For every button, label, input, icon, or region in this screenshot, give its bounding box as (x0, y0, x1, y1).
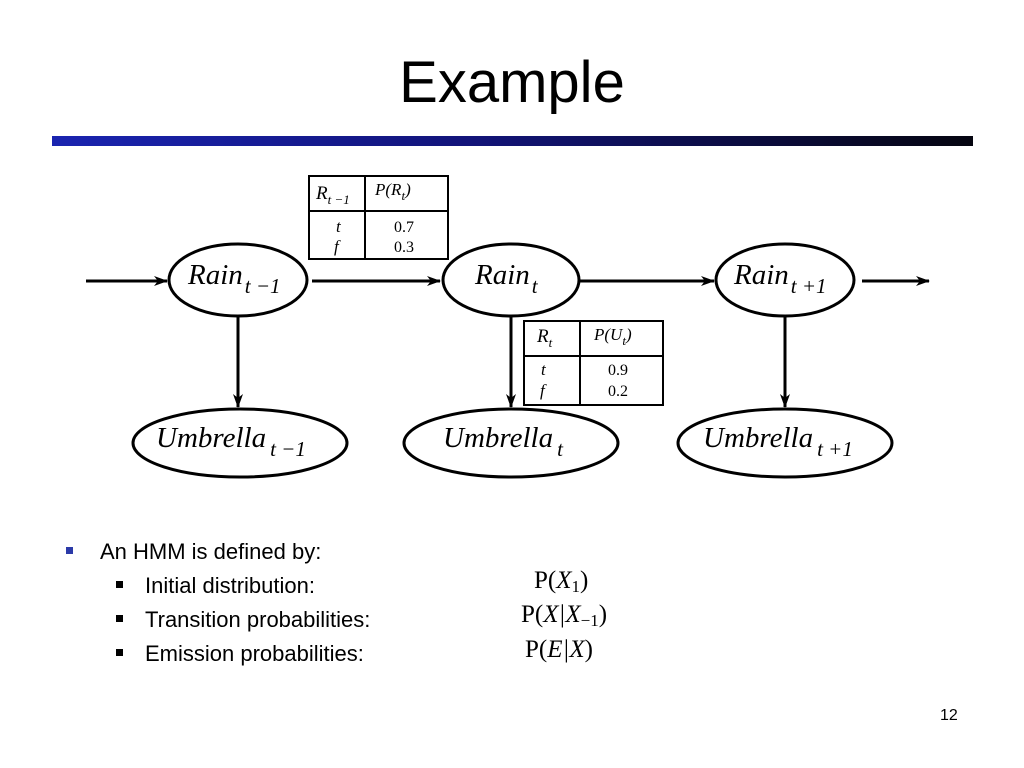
transition-row-key: t (336, 217, 342, 236)
bullet-initial-distribution: Initial distribution: (145, 573, 315, 598)
transition-cpt-table: Rt −1 P(Rt) t 0.7 f 0.3 (308, 175, 449, 260)
emission-row-value: 0.2 (608, 383, 628, 400)
formula-transition-probabilities: P(X|X−1) (521, 601, 608, 630)
emission-table-col1-header: Rt (536, 326, 553, 350)
emission-cpt-table: Rt P(Ut) t 0.9 f 0.2 (523, 320, 664, 406)
emission-table-col2-header: P(Ut) (593, 325, 632, 348)
transition-row-value: 0.7 (394, 219, 414, 236)
node-rain-t: Raint (441, 242, 581, 318)
svg-text:Raint +1: Raint +1 (733, 259, 827, 298)
bullet-square-icon (66, 547, 73, 554)
transition-table-col2-header: P(Rt) (374, 180, 411, 203)
bullet-transition-probabilities: Transition probabilities: (145, 607, 371, 632)
node-rain-t-minus-1: Raint −1 (167, 242, 309, 318)
bullet-square-icon (116, 581, 123, 588)
page-number: 12 (940, 707, 958, 724)
transition-row-value: 0.3 (394, 239, 414, 256)
node-rain-t-plus-1: Raint +1 (714, 242, 856, 318)
title-divider (52, 136, 973, 146)
slide-title: Example (399, 50, 625, 115)
bullet-square-icon (116, 649, 123, 656)
formula-emission-probabilities: P(E|X) (525, 636, 593, 663)
svg-text:Raint: Raint (474, 259, 539, 298)
bullet-emission-probabilities: Emission probabilities: (145, 641, 364, 666)
formula-initial-distribution: P(X1) (534, 567, 589, 596)
bullet-square-icon (116, 615, 123, 622)
emission-row-key: f (540, 381, 547, 400)
emission-row-key: t (541, 360, 547, 379)
transition-table-col1-header: Rt −1 (315, 183, 350, 207)
bullet-main: An HMM is defined by: (100, 539, 322, 564)
transition-row-key: f (334, 237, 341, 256)
svg-text:Raint −1: Raint −1 (187, 259, 281, 298)
emission-row-value: 0.9 (608, 362, 628, 379)
